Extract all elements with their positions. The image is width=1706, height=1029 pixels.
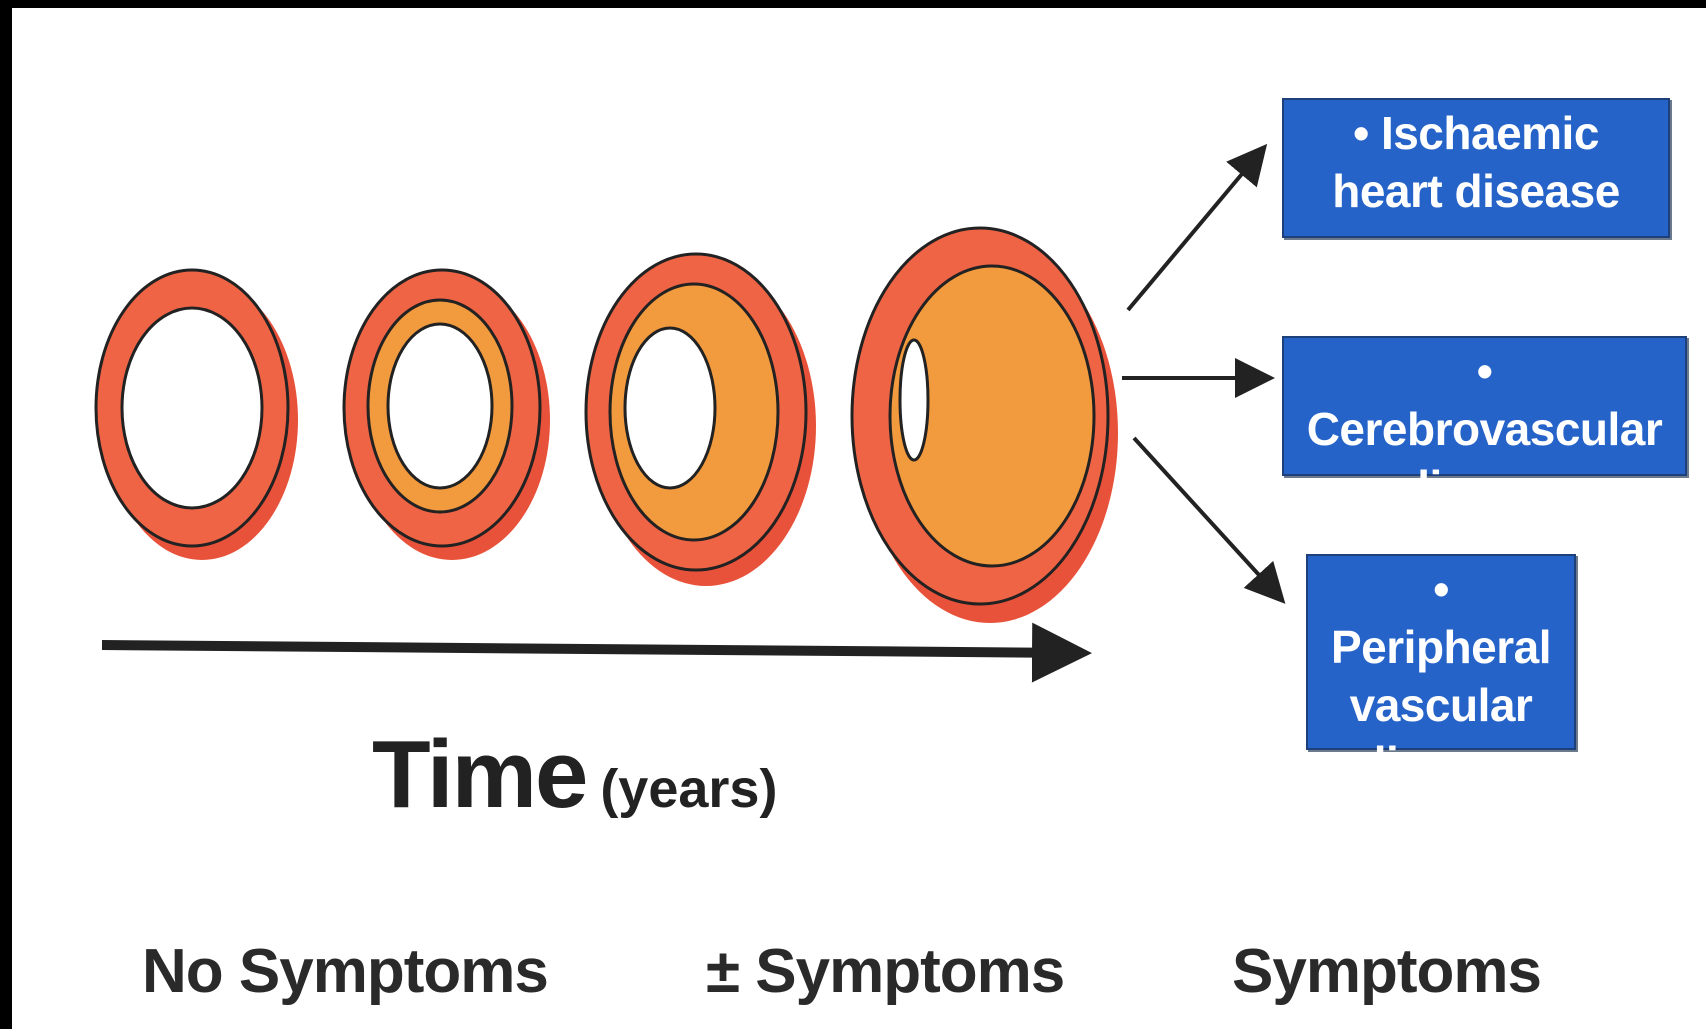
outcome-box-cerebrovascular-disease: • Cerebrovascular disease [1282,336,1687,476]
vessel-cross-section-healthy [96,270,298,560]
diagram-frame: • Ischaemic heart disease • Cerebrovascu… [12,8,1706,1029]
stage-label-no-symptoms: No Symptoms [142,936,548,1007]
stage-label-possible-symptoms: ± Symptoms [706,936,1064,1007]
outcome-box-peripheral-vascular-disease: • Peripheral vascular disease [1306,554,1576,750]
outcome-label: • Ischaemic heart disease [1332,107,1620,217]
time-axis-unit: (years) [600,759,777,819]
vessel-cross-section-severe-plaque [852,228,1118,623]
time-axis-title: Time [372,721,586,828]
stage-label-symptoms: Symptoms [1232,936,1541,1007]
vessel-cross-section-moderate-plaque [586,254,816,586]
outcome-label: • Peripheral vascular disease [1331,563,1551,789]
arrow-to-peripheral-vascular-disease [1134,438,1280,598]
outcome-box-ischaemic-heart-disease: • Ischaemic heart disease [1282,98,1670,238]
vessel-cross-section-early-plaque [344,270,550,560]
time-axis-label: Time(years) [372,720,777,830]
time-arrow [102,645,1082,653]
arrow-to-ischaemic-heart-disease [1128,150,1262,310]
